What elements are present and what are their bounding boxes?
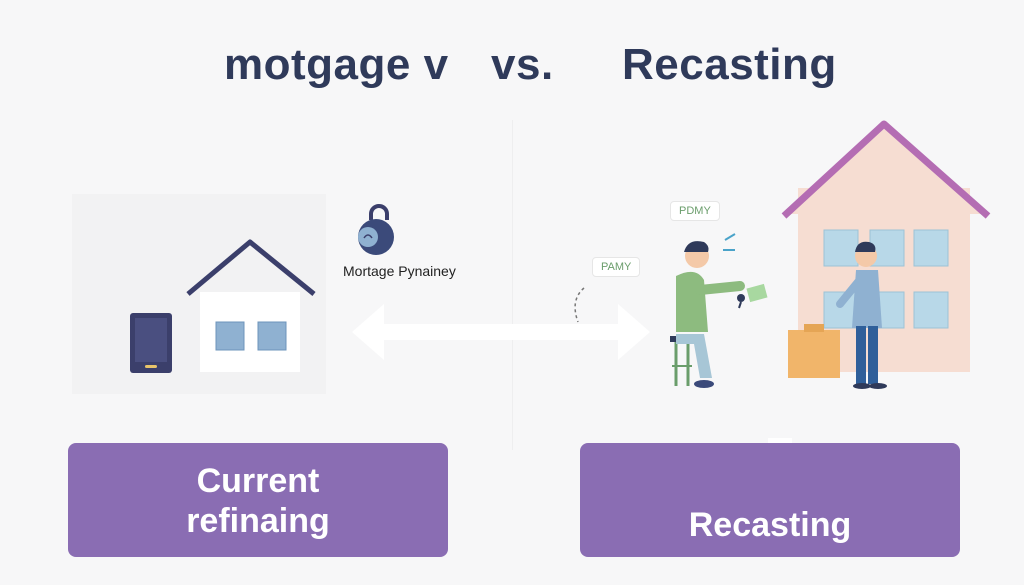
current-refinancing-line-2: refinaing [186, 502, 330, 540]
current-refinancing-card: Current refinaing [68, 443, 448, 557]
box-icon [788, 324, 840, 378]
speech-bubble-1: PDMY [670, 201, 720, 221]
title-vs: vs. [491, 40, 554, 89]
double-arrow-icon [352, 304, 650, 360]
spark-lines [723, 233, 736, 251]
key-icon [737, 283, 768, 309]
recasting-card: Recasting [580, 443, 960, 557]
house-icon [186, 239, 316, 372]
phone-icon [130, 313, 172, 373]
lock-icon [358, 204, 394, 255]
center-divider [512, 120, 513, 450]
seated-person-figure [670, 241, 745, 388]
title-left: motgage v [224, 40, 449, 89]
title-right: Recasting [622, 40, 837, 89]
recasting-card-label: Recasting [688, 506, 852, 544]
current-refinancing-line-1: Current [196, 462, 320, 500]
motion-swoosh [574, 287, 585, 323]
lock-label: Mortage Pynainey [343, 263, 456, 279]
standing-person-figure [836, 241, 887, 389]
speech-bubble-2: PAMY [592, 257, 641, 277]
